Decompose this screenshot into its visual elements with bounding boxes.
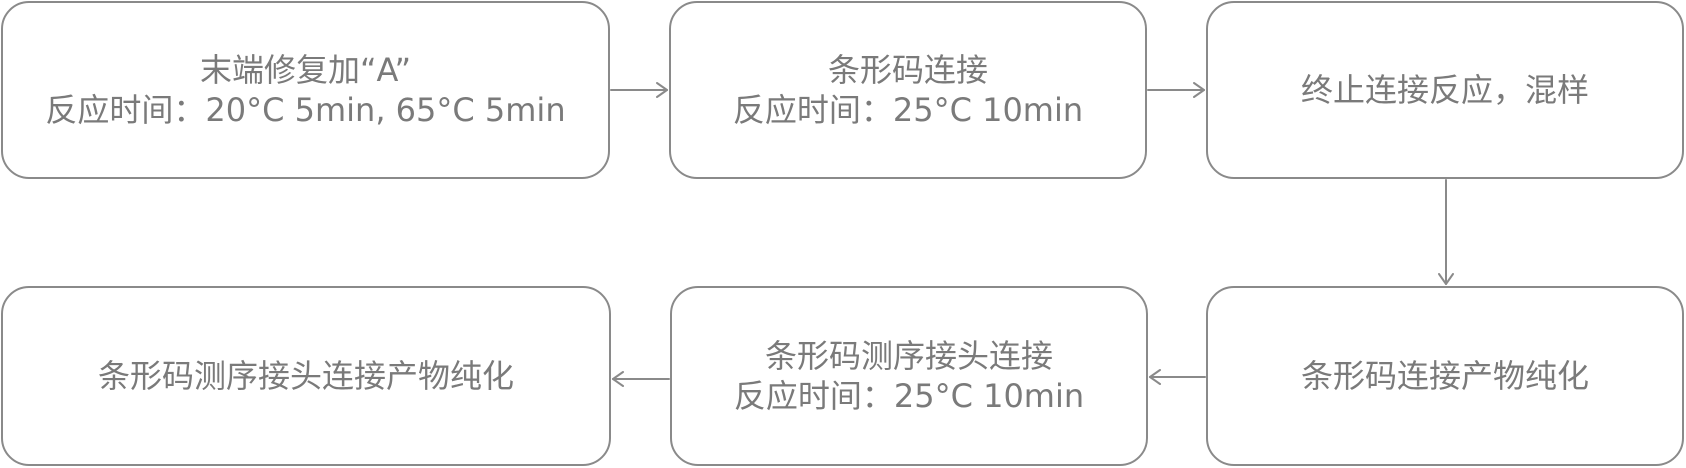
step-adapter-ligation: 条形码测序接头连接 反应时间：25°C 10min [670, 286, 1148, 466]
step-title: 条形码连接产物纯化 [1300, 357, 1589, 395]
arrow-right-icon [1147, 82, 1205, 98]
step-adapter-ligation-purification: 条形码测序接头连接产物纯化 [1, 286, 611, 466]
step-title: 条形码测序接头连接产物纯化 [97, 357, 514, 395]
arrow-right-icon [610, 82, 668, 98]
step-reaction-time: 反应时间：25°C 10min [732, 91, 1084, 129]
step-title: 终止连接反应，混样 [1300, 71, 1589, 109]
step-title: 条形码连接 [827, 51, 988, 89]
step-stop-ligation-pool: 终止连接反应，混样 [1206, 1, 1684, 179]
arrow-left-icon [1149, 369, 1206, 385]
step-barcode-ligation-purification: 条形码连接产物纯化 [1206, 286, 1684, 466]
step-reaction-time: 反应时间：20°C 5min, 65°C 5min [45, 91, 566, 129]
step-barcode-ligation: 条形码连接 反应时间：25°C 10min [669, 1, 1147, 179]
step-end-repair-a-tailing: 末端修复加“A” 反应时间：20°C 5min, 65°C 5min [1, 1, 610, 179]
arrow-down-icon [1438, 179, 1454, 285]
step-title: 条形码测序接头连接 [764, 337, 1053, 375]
step-title: 末端修复加“A” [199, 51, 412, 89]
step-reaction-time: 反应时间：25°C 10min [733, 377, 1085, 415]
arrow-left-icon [612, 371, 670, 387]
